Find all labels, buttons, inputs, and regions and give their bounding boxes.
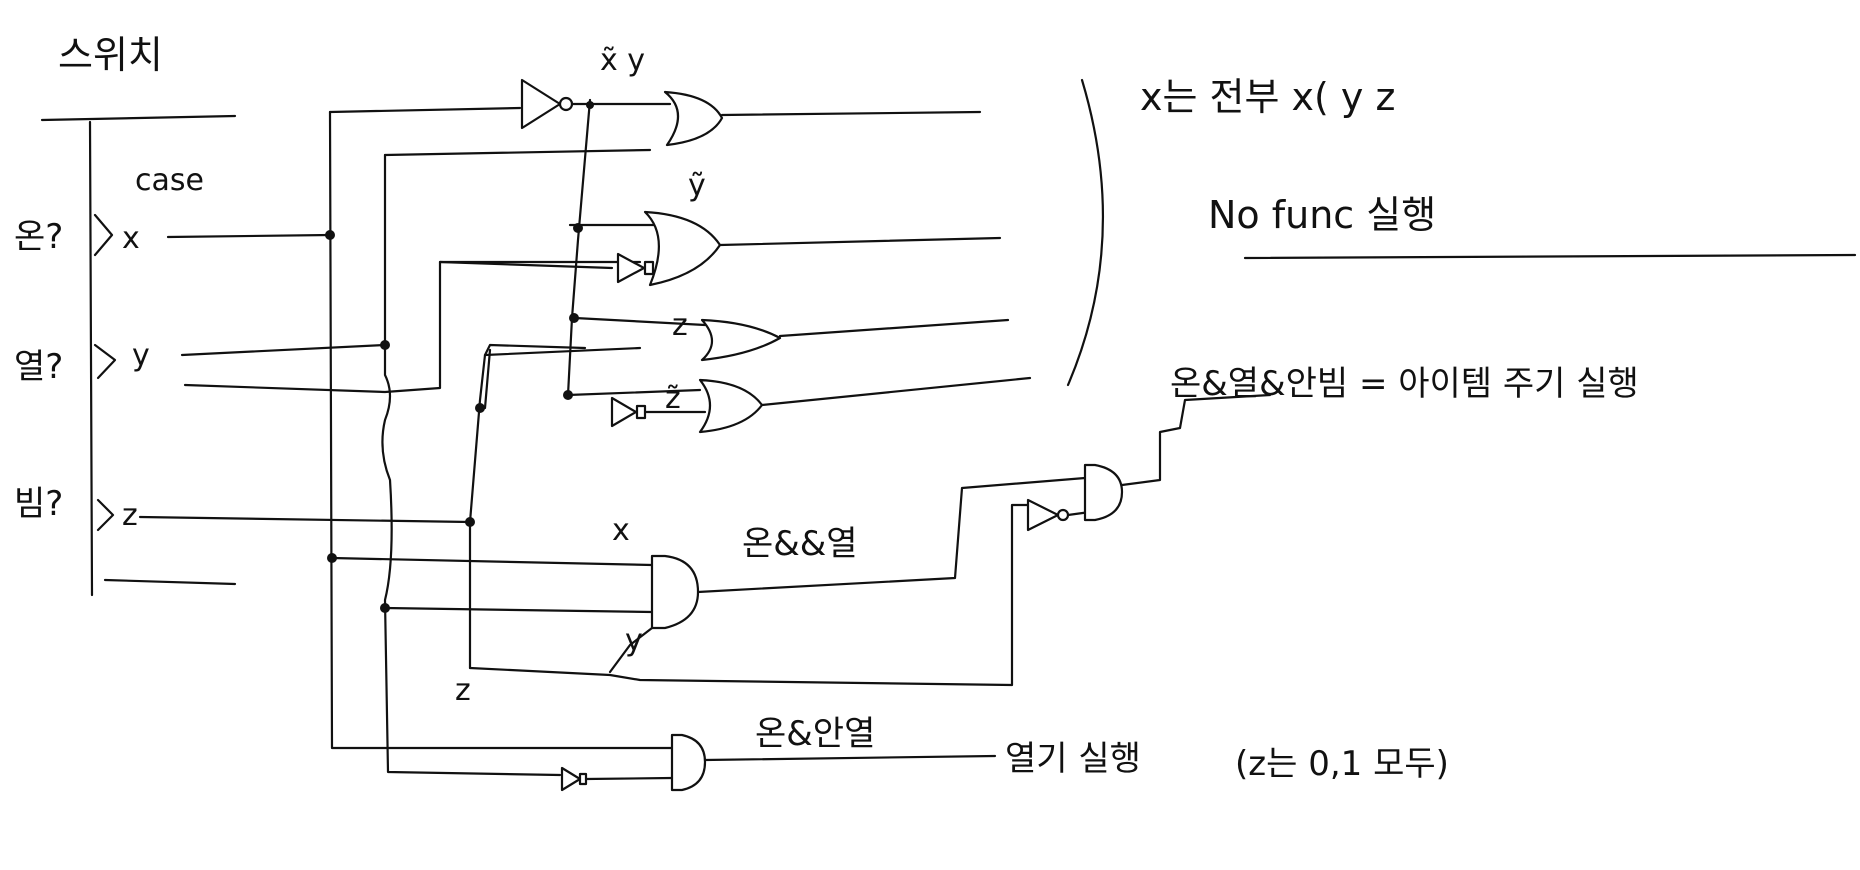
input-label-on: 온?: [14, 217, 63, 257]
not-gate-x: [520, 78, 574, 130]
label-z: z: [672, 308, 688, 343]
wire-and-y-tail: [608, 626, 654, 674]
input-arrow-z: [96, 498, 115, 532]
wire-z-in: [138, 515, 472, 524]
wire-x-in: [166, 233, 332, 239]
not-gate-z2: [1026, 498, 1070, 532]
bus-z-top: [483, 343, 587, 410]
bus-z-up: [468, 346, 642, 524]
label-znot: z̃: [665, 381, 681, 416]
note-item-pickup: 온&열&안빔 = 아이템 주기 실행: [1170, 364, 1639, 404]
title: 스위치: [58, 33, 163, 77]
wire-and1-out: [696, 476, 1087, 594]
label-z-bottom: z: [455, 673, 471, 708]
label-xnot-y: x̃ y: [600, 43, 645, 78]
wire-y-in: [180, 343, 387, 357]
label-ynot: ỹ: [688, 168, 706, 203]
not-gate-y: [616, 252, 655, 284]
note-top-right: x는 전부 x( y z: [1140, 75, 1395, 119]
note-no-func: No func 실행: [1208, 193, 1436, 237]
wire-y-to-and1: [383, 606, 654, 614]
wire-or4-out: [760, 376, 1032, 407]
and-gate-on-not-open: [670, 733, 707, 792]
bus-x-top: [328, 106, 522, 114]
outputs-bracket: [1066, 78, 1105, 387]
input-label-open: 열?: [14, 347, 63, 387]
junction-dots: [325, 101, 594, 613]
wire-xnot-vert: [566, 98, 592, 397]
var-y: y: [132, 338, 150, 373]
bus-y: [381, 153, 562, 777]
and-gate-final: [1083, 463, 1124, 522]
wire-z-low: [468, 503, 1032, 687]
switch-bracket: [40, 114, 237, 597]
or-gate-3: [700, 318, 782, 362]
and-gate-on-open: [650, 554, 700, 630]
bus-y-top: [383, 148, 652, 157]
note-underline: [1243, 253, 1857, 260]
label-on-and-not-open: 온&안열: [755, 714, 875, 754]
note-z-any: (z는 0,1 모두): [1235, 744, 1449, 784]
wire-and2-out: [703, 754, 997, 762]
or-gate-1: [663, 90, 724, 147]
label-on-and-open: 온&&열: [742, 524, 858, 564]
input-arrow-y: [93, 343, 117, 380]
note-open-exec: 열기 실행: [1005, 739, 1141, 779]
wire-noty2-and: [584, 776, 674, 781]
bus-x: [328, 110, 682, 750]
not-gate-z: [610, 396, 647, 428]
var-z: z: [122, 498, 138, 533]
wire-ynot-in: [438, 260, 614, 270]
label-and-x: x: [612, 513, 630, 548]
wire-or1-out: [720, 110, 982, 117]
wire-or2-out: [718, 236, 1002, 247]
label-and-y: y: [625, 623, 643, 658]
input-arrow-x: [93, 213, 114, 257]
wire-or3-out: [778, 318, 1010, 338]
wire-y-in-2: [183, 260, 642, 394]
or-gate-4: [698, 378, 764, 434]
or-gate-2: [643, 210, 722, 287]
case-label: case: [135, 163, 204, 198]
not-gate-y2: [560, 766, 588, 792]
wire-final-out: [1120, 393, 1272, 487]
var-x: x: [122, 221, 140, 256]
wire-or4-in: [566, 388, 707, 414]
wire-z-or3: [573, 316, 707, 327]
wire-x-to-and1: [330, 556, 654, 567]
input-label-beam: 빔?: [14, 484, 63, 524]
